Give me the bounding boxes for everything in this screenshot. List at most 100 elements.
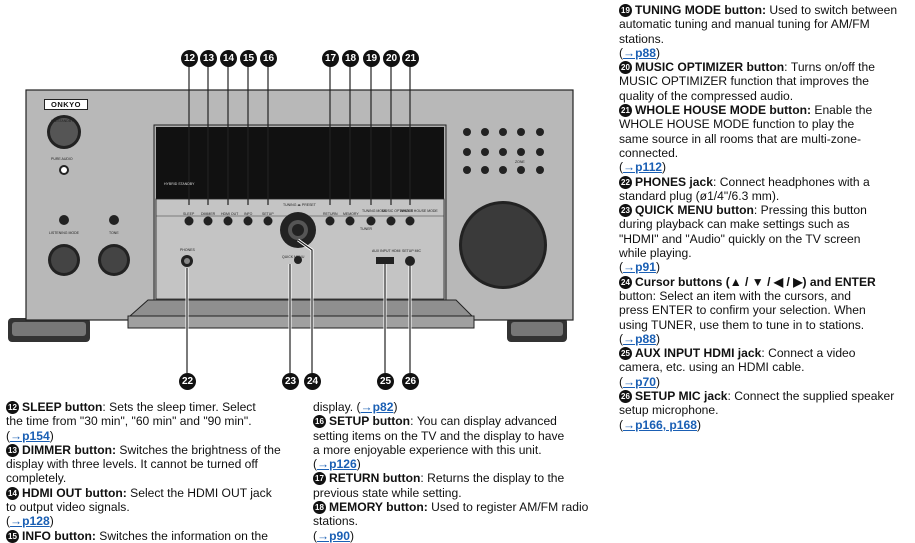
item-text-line: setup microphone. <box>619 403 719 418</box>
item-text-line: press ENTER to confirm your selection. W… <box>619 303 866 318</box>
callout-number-icon: 25 <box>619 347 632 361</box>
item-text-line: previous state while setting. <box>313 485 462 500</box>
page-reference-link[interactable]: →p70 <box>623 374 656 389</box>
tone-label: TONE <box>109 231 119 235</box>
page-reference-link[interactable]: →p112 <box>623 160 663 175</box>
callout-26: 26 <box>402 373 419 390</box>
item-title: TUNING MODE button: <box>635 3 766 17</box>
item-text-line: same source in all rooms that are multi-… <box>619 131 861 146</box>
callout-number-icon: 24 <box>619 275 632 289</box>
item-title: DIMMER button: <box>22 442 117 457</box>
tuning-preset-label: TUNING ◂▸ PRESET <box>283 203 316 207</box>
callout-13: 13 <box>200 50 217 67</box>
item-text-line: setting items on the TV and the display … <box>313 428 565 443</box>
item-text-line: Used to switch between <box>769 3 898 17</box>
callout-number-icon: 21 <box>619 104 632 118</box>
link-close-paren: ) <box>655 374 660 389</box>
item-separator: : <box>712 174 717 189</box>
item-text-line: Enable the <box>814 103 873 118</box>
item-text-line: "HDMI" and "Audio" quickly on the TV scr… <box>619 231 861 246</box>
item-text-line: using TUNER, use them to tune in to stat… <box>619 317 865 332</box>
link-close-paren: ) <box>49 428 54 443</box>
item-title: PHONES jack <box>635 174 713 189</box>
whole-house-label: WHOLE HOUSE MODE <box>400 209 438 213</box>
callout-number-icon: 17 <box>313 472 326 486</box>
item-text-line: to output video signals. <box>6 500 130 515</box>
item-title: HDMI OUT button: <box>22 485 127 500</box>
info-label: INFO <box>244 212 253 216</box>
page-reference-link[interactable]: →p126 <box>317 457 357 472</box>
item-text-line: You can display advanced <box>416 414 557 429</box>
phones-label: PHONES <box>180 248 195 252</box>
item-text-line: the time from "30 min", "60 min" and "90… <box>6 414 252 429</box>
setup-mic-drawing <box>405 256 415 266</box>
callout-18: 18 <box>342 50 359 67</box>
page-reference-link[interactable]: →p128 <box>10 514 50 529</box>
music-optimizer-label: MUSIC OPTIMIZER <box>382 209 414 213</box>
item-text-line: completely. <box>6 471 67 486</box>
callout-number-icon: 13 <box>6 443 19 457</box>
page-reference-link[interactable]: →p88 <box>623 45 656 60</box>
page-reference-link[interactable]: →p166, p168 <box>623 417 697 432</box>
callout-number-icon: 15 <box>6 529 19 543</box>
page-reference-link[interactable]: →p90 <box>317 528 350 543</box>
callout-24: 24 <box>304 373 321 390</box>
callout-19: 19 <box>363 50 380 67</box>
receiver-drawing <box>8 66 574 373</box>
link-close-paren: ) <box>356 457 361 472</box>
receiver-front-panel-diagram: ONKYO ON/STANDBY PURE AUDIO LISTENING MO… <box>0 0 600 400</box>
callout-21: 21 <box>402 50 419 67</box>
link-open-paren: ( <box>313 528 318 543</box>
item-text-line: quality of the compressed audio. <box>619 88 794 103</box>
sleep-label: SLEEP <box>183 212 195 216</box>
page-reference-link[interactable]: →p91 <box>623 260 656 275</box>
link-close-paren: ) <box>696 417 702 432</box>
item-text-line: camera, etc. using an HDMI cable. <box>619 360 805 375</box>
aux-hdmi-drawing <box>376 257 394 264</box>
callout-number-icon: 20 <box>619 61 632 75</box>
page-reference-link[interactable]: →p154 <box>10 428 50 443</box>
item-title: SETUP button <box>329 414 411 429</box>
link-close-paren: ) <box>655 331 660 346</box>
page-reference-link[interactable]: →p82 <box>360 400 394 414</box>
item-text-line: automatic tuning and manual tuning for A… <box>619 17 870 32</box>
item-separator: : <box>784 60 788 75</box>
callout-17: 17 <box>322 50 339 67</box>
item-text-line: Pressing this button <box>760 203 867 218</box>
item-text-line: Connect the supplied speaker <box>734 389 895 404</box>
link-close-paren: ) <box>49 514 54 529</box>
item-text-line: Connect headphones with a <box>719 174 870 189</box>
item-text-line: Used to register AM/FM radio <box>431 500 589 515</box>
quick-menu-button <box>294 256 302 264</box>
aux-input-label: AUX INPUT HDMI <box>372 249 401 253</box>
callout-15: 15 <box>240 50 257 67</box>
item-title: WHOLE HOUSE MODE button: <box>635 103 812 118</box>
item-separator: : <box>410 414 414 429</box>
callout-12: 12 <box>181 50 198 67</box>
link-close-paren: ) <box>393 400 398 414</box>
page-reference-link[interactable]: →p88 <box>623 331 656 346</box>
item-separator: : <box>420 471 424 486</box>
item-title: QUICK MENU button <box>635 203 754 218</box>
callout-16: 16 <box>260 50 277 67</box>
item-text-line: stations. <box>619 31 665 46</box>
hdmi-out-label: HDMI OUT <box>221 212 239 216</box>
item-separator: : <box>727 389 731 404</box>
item-separator: : <box>761 346 765 361</box>
callout-number-icon: 26 <box>619 390 632 404</box>
item-text-line: Select the HDMI OUT jack <box>130 485 272 500</box>
item-title: Cursor buttons (▲ / ▼ / ◀ / ▶) and ENTER <box>635 274 876 289</box>
setup-label: SETUP <box>262 212 274 216</box>
item-title: SLEEP button <box>22 400 103 414</box>
